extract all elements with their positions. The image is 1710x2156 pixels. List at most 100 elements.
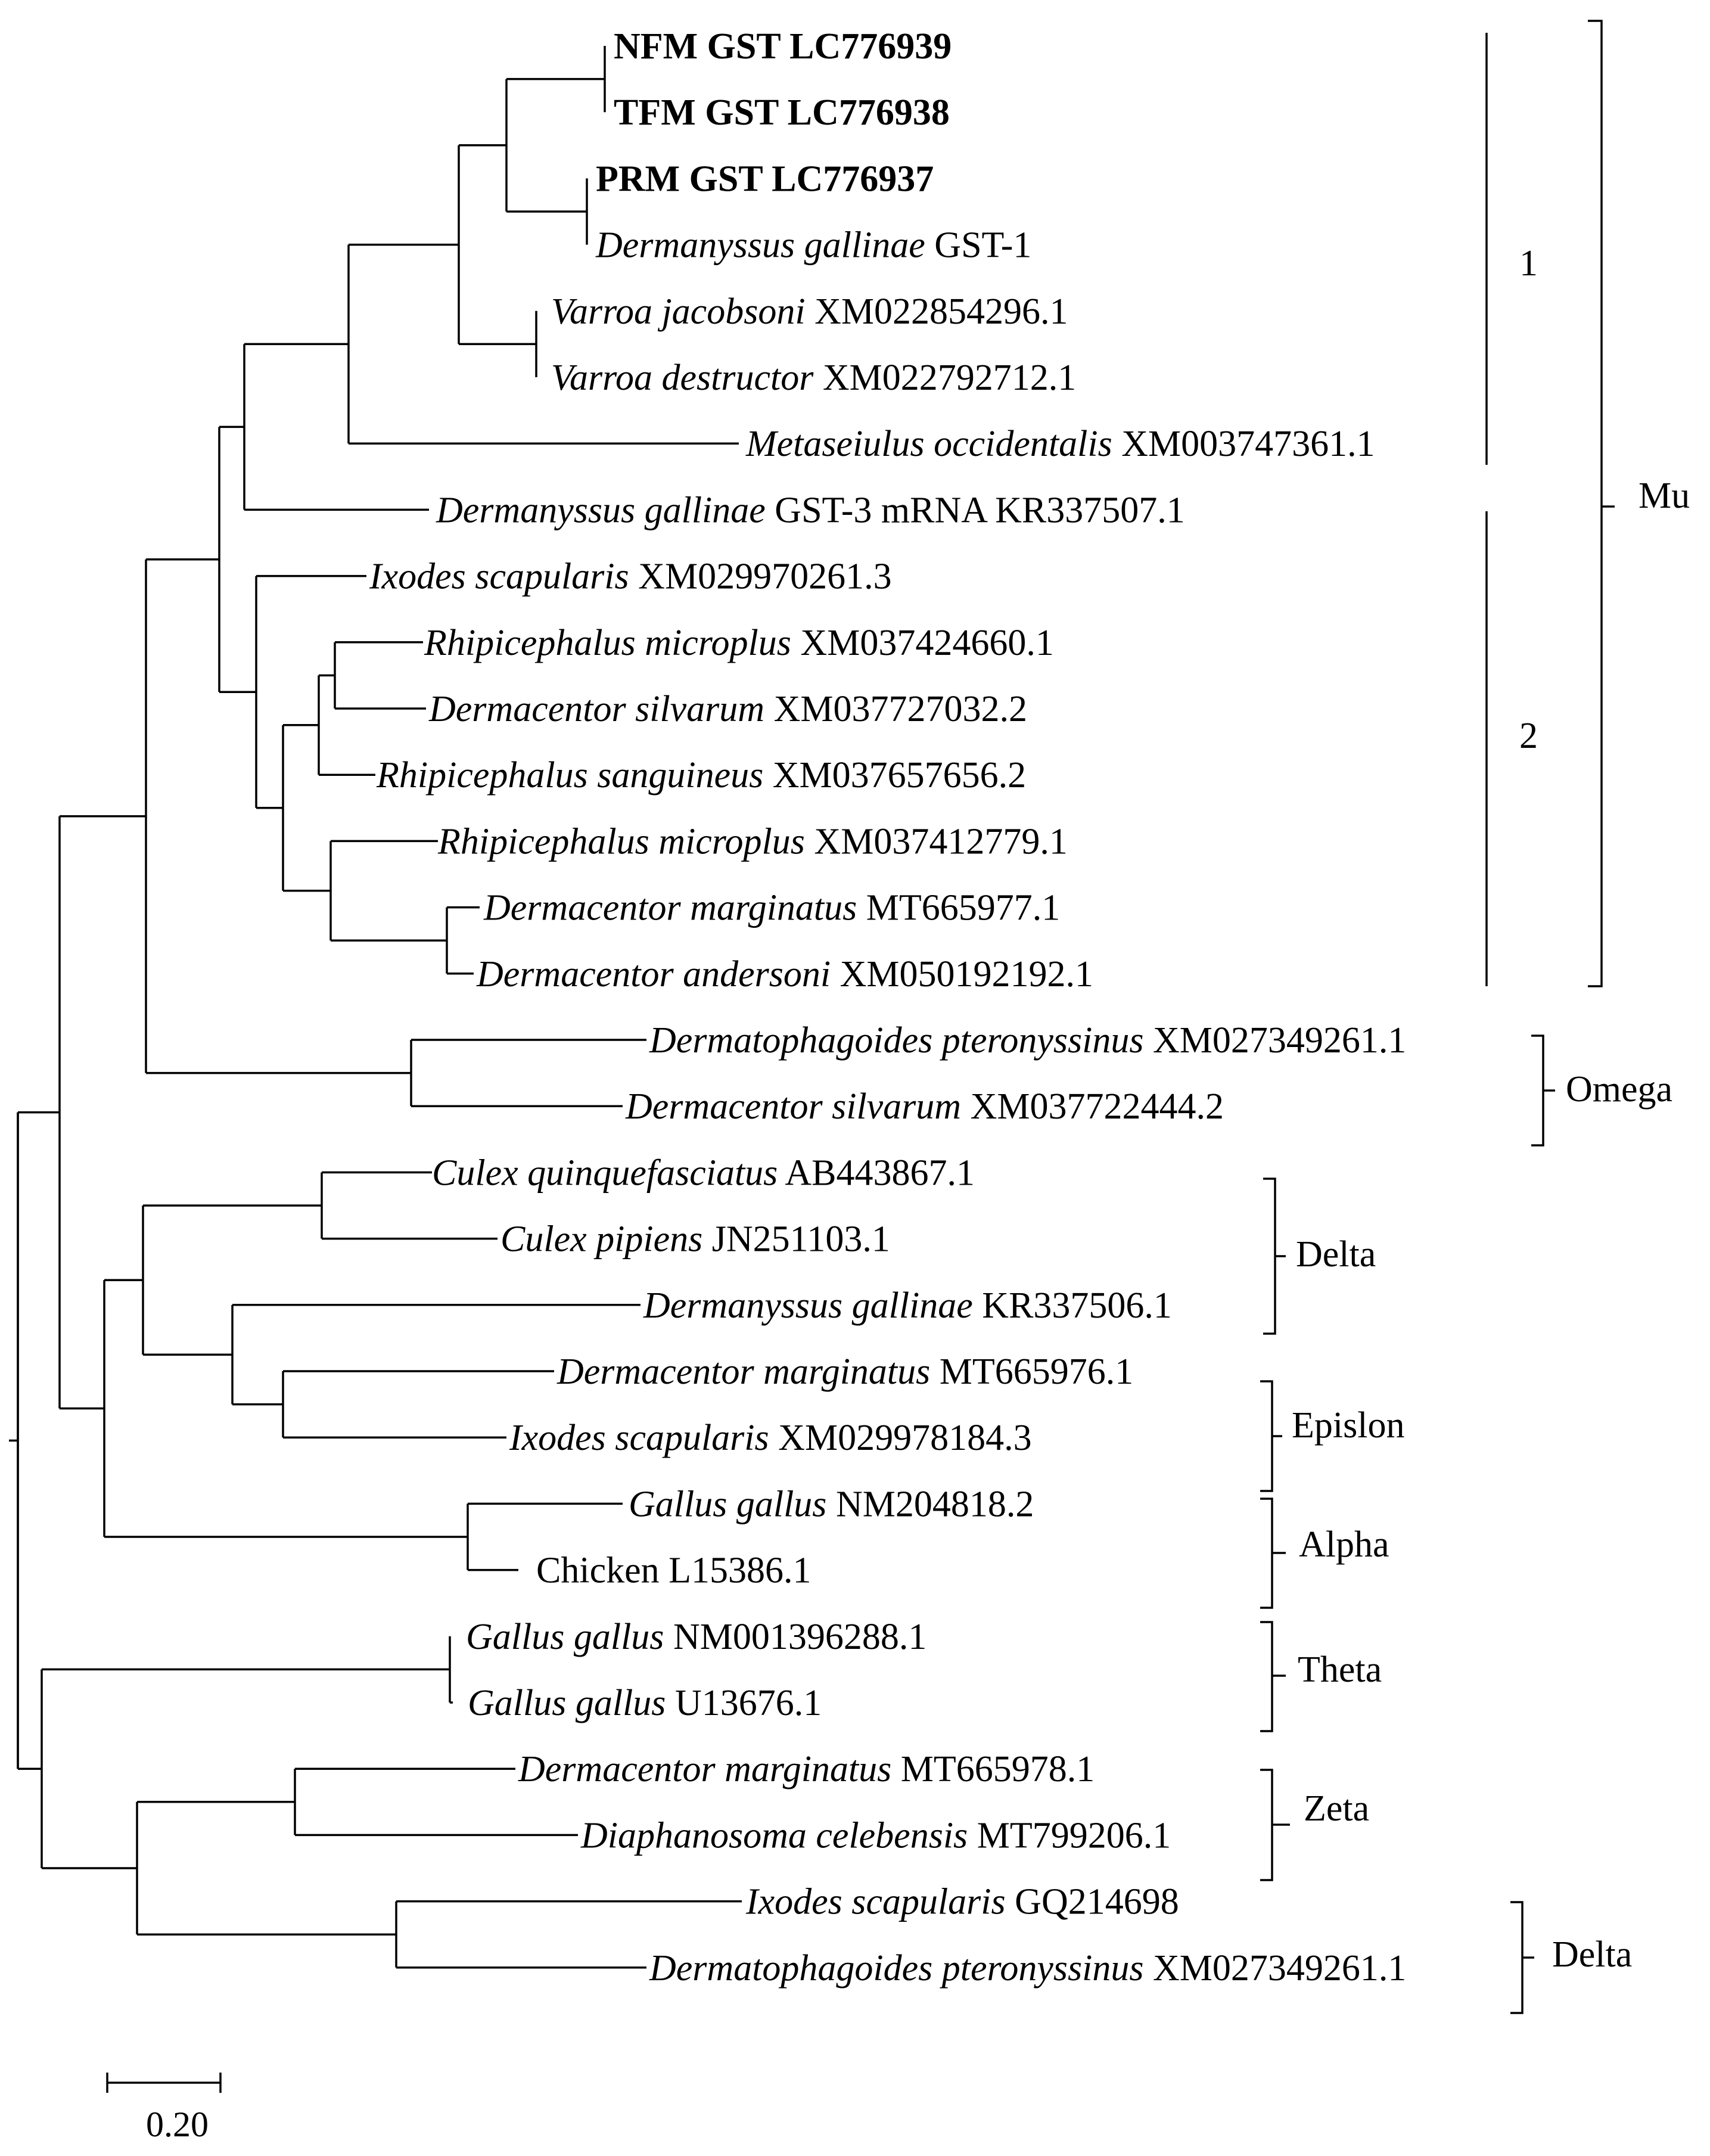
accession-id: XM037727032.2 — [764, 689, 1027, 729]
accession-id: XM027349261.1 — [1144, 1948, 1407, 1989]
species-name: Ixodes scapularis — [745, 1882, 1006, 1922]
accession-id: GST-3 mRNA KR337507.1 — [766, 490, 1185, 530]
group-label-zeta: Zeta — [1304, 1788, 1369, 1829]
species-name: Dermacentor marginatus — [518, 1749, 891, 1790]
leaf-label: Dermanyssus gallinae GST-3 mRNA KR337507… — [436, 490, 1185, 530]
leaf-label: Dermatophagoides pteronyssinus XM0273492… — [649, 1948, 1406, 1989]
leaf-label: Rhipicephalus microplus XM037424660.1 — [424, 623, 1054, 663]
species-name: Dermacentor andersoni — [476, 954, 831, 995]
leaf-label: Gallus gallus U13676.1 — [468, 1683, 822, 1723]
species-name: Dermacentor silvarum — [625, 1086, 961, 1127]
leaf-label: Culex quinquefasciatus AB443867.1 — [432, 1152, 975, 1193]
bracket-zeta — [1260, 1769, 1290, 1881]
leaf-label: NFM GST LC776939 — [614, 26, 952, 67]
accession-id: XM050192192.1 — [831, 954, 1093, 995]
accession-id: GST-1 — [925, 225, 1032, 266]
bracket-delta-2 — [1510, 1901, 1534, 2014]
accession-id: XM037722444.2 — [961, 1086, 1224, 1127]
accession-id: JN251103.1 — [702, 1219, 890, 1260]
species-name: Culex pipiens — [500, 1219, 702, 1260]
species-name: Rhipicephalus microplus — [437, 821, 805, 862]
bracket-theta — [1260, 1621, 1286, 1732]
leaf-label: Ixodes scapularis XM029978184.3 — [509, 1418, 1032, 1458]
leaf-label: Dermacentor marginatus MT665978.1 — [518, 1749, 1095, 1790]
accession-id: XM022854296.1 — [806, 291, 1068, 332]
leaf-label: Gallus gallus NM001396288.1 — [466, 1617, 926, 1657]
species-name: Dermacentor marginatus — [556, 1352, 930, 1392]
bracket-epsilon — [1260, 1380, 1282, 1492]
accession-id: KR337506.1 — [973, 1285, 1172, 1326]
group-label-mu: Mu — [1639, 476, 1690, 516]
accession-id: MT665977.1 — [857, 888, 1060, 928]
accession-id: MT665978.1 — [891, 1749, 1095, 1790]
accession-id: NM204818.2 — [826, 1484, 1034, 1524]
leaf-label: Ixodes scapularis GQ214698 — [745, 1882, 1179, 1922]
leaf-label: Rhipicephalus microplus XM037412779.1 — [437, 821, 1068, 862]
leaf-label: PRM GST LC776937 — [596, 159, 934, 199]
species-name: Dermacentor silvarum — [428, 689, 764, 729]
leaf-label: Culex pipiens JN251103.1 — [500, 1219, 890, 1260]
species-name: Diaphanosoma celebensis — [580, 1815, 968, 1856]
accession-id: XM037657656.2 — [763, 755, 1026, 796]
group-label-alpha: Alpha — [1299, 1524, 1389, 1565]
leaf-label: Varroa jacobsoni XM022854296.1 — [551, 291, 1068, 332]
species-name: Culex quinquefasciatus — [432, 1152, 778, 1193]
accession-id: XM037412779.1 — [805, 821, 1068, 862]
accession-id: XM029970261.3 — [629, 557, 892, 597]
leaf-label: Chicken L15386.1 — [536, 1551, 812, 1591]
group-label-theta: Theta — [1298, 1649, 1382, 1690]
leaf-label: Varroa destructor XM022792712.1 — [551, 358, 1076, 398]
species-name: Ixodes scapularis — [369, 557, 629, 597]
accession-id: GQ214698 — [1006, 1882, 1179, 1922]
accession-id: XM037424660.1 — [791, 623, 1054, 663]
group-label-delta-1: Delta — [1296, 1234, 1376, 1275]
leaf-label: Dermacentor andersoni XM050192192.1 — [476, 954, 1093, 995]
species-name: Rhipicephalus sanguineus — [376, 755, 763, 796]
leaf-label: TFM GST LC776938 — [614, 92, 950, 133]
leaf-label: Dermacentor marginatus MT665976.1 — [556, 1352, 1133, 1392]
leaf-label: Dermacentor silvarum XM037727032.2 — [428, 689, 1027, 729]
leaf-label: Dermacentor silvarum XM037722444.2 — [625, 1086, 1224, 1127]
species-name: Metaseiulus occidentalis — [745, 424, 1112, 464]
group-label-2: 2 — [1519, 716, 1538, 756]
species-name: Rhipicephalus microplus — [424, 623, 791, 663]
species-name: Ixodes scapularis — [509, 1418, 769, 1458]
scale-bar: 0.20 — [106, 2073, 222, 2144]
accession-id: XM003747361.1 — [1112, 424, 1375, 464]
leaf-label: Dermanyssus gallinae GST-1 — [595, 225, 1031, 266]
bracket-alpha — [1260, 1498, 1286, 1609]
group-label-delta-2: Delta — [1552, 1934, 1632, 1975]
clade-brackets: 1 2 Mu Omega Delta Epislon Alpha Theta Z… — [1260, 20, 1690, 2014]
species-name: Dermanyssus gallinae — [595, 225, 925, 266]
accession-id: XM022792712.1 — [813, 358, 1076, 398]
species-name: Varroa destructor — [551, 358, 814, 398]
species-name: Gallus gallus — [466, 1617, 664, 1657]
scale-bar-label: 0.20 — [146, 2105, 209, 2144]
leaf-label: Ixodes scapularis XM029970261.3 — [369, 557, 892, 597]
leaf-label: Diaphanosoma celebensis MT799206.1 — [580, 1815, 1171, 1856]
accession-id: MT665976.1 — [930, 1352, 1133, 1392]
accession-id: U13676.1 — [666, 1683, 822, 1723]
leaf-label: Gallus gallus NM204818.2 — [629, 1484, 1034, 1524]
bracket-mu — [1588, 20, 1615, 987]
species-name: Dermatophagoides pteronyssinus — [649, 1948, 1144, 1989]
group-label-epsilon: Epislon — [1292, 1405, 1404, 1446]
species-name: Dermatophagoides pteronyssinus — [649, 1020, 1144, 1061]
species-name: Varroa jacobsoni — [551, 291, 806, 332]
leaf-label: Dermanyssus gallinae KR337506.1 — [643, 1285, 1172, 1326]
accession-id: XM027349261.1 — [1144, 1020, 1407, 1061]
leaf-label: Rhipicephalus sanguineus XM037657656.2 — [376, 755, 1026, 796]
species-name: Dermanyssus gallinae — [643, 1285, 973, 1326]
group-label-omega: Omega — [1566, 1069, 1672, 1110]
species-name: Gallus gallus — [629, 1484, 826, 1524]
leaf-label: Dermatophagoides pteronyssinus XM0273492… — [649, 1020, 1406, 1061]
species-name: Dermacentor marginatus — [483, 888, 857, 928]
tree-branches — [9, 46, 742, 1969]
leaf-label: Metaseiulus occidentalis XM003747361.1 — [745, 424, 1375, 464]
species-name: Gallus gallus — [468, 1683, 666, 1723]
accession-id: AB443867.1 — [778, 1152, 975, 1193]
bracket-omega — [1531, 1034, 1555, 1147]
species-name: Dermanyssus gallinae — [436, 490, 766, 530]
